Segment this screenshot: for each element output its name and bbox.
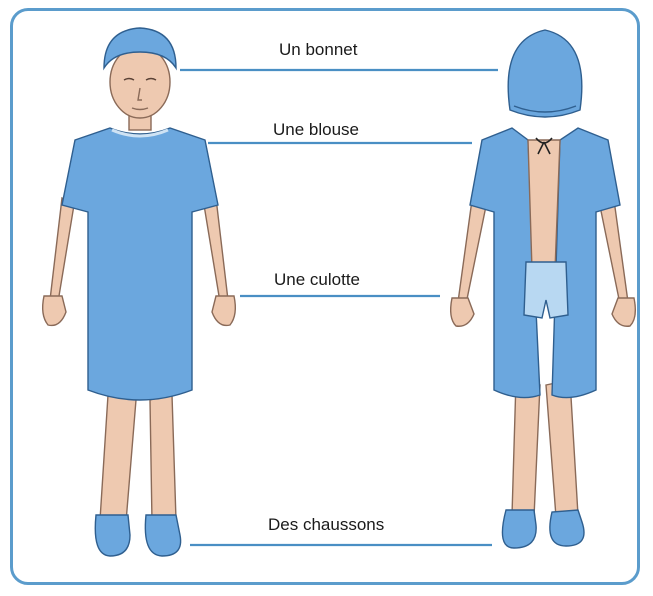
label-bonnet: Un bonnet bbox=[279, 40, 357, 60]
back-figure bbox=[451, 30, 636, 548]
label-blouse: Une blouse bbox=[273, 120, 359, 140]
label-chaussons: Des chaussons bbox=[268, 515, 384, 535]
front-figure bbox=[43, 28, 236, 556]
label-culotte: Une culotte bbox=[274, 270, 360, 290]
